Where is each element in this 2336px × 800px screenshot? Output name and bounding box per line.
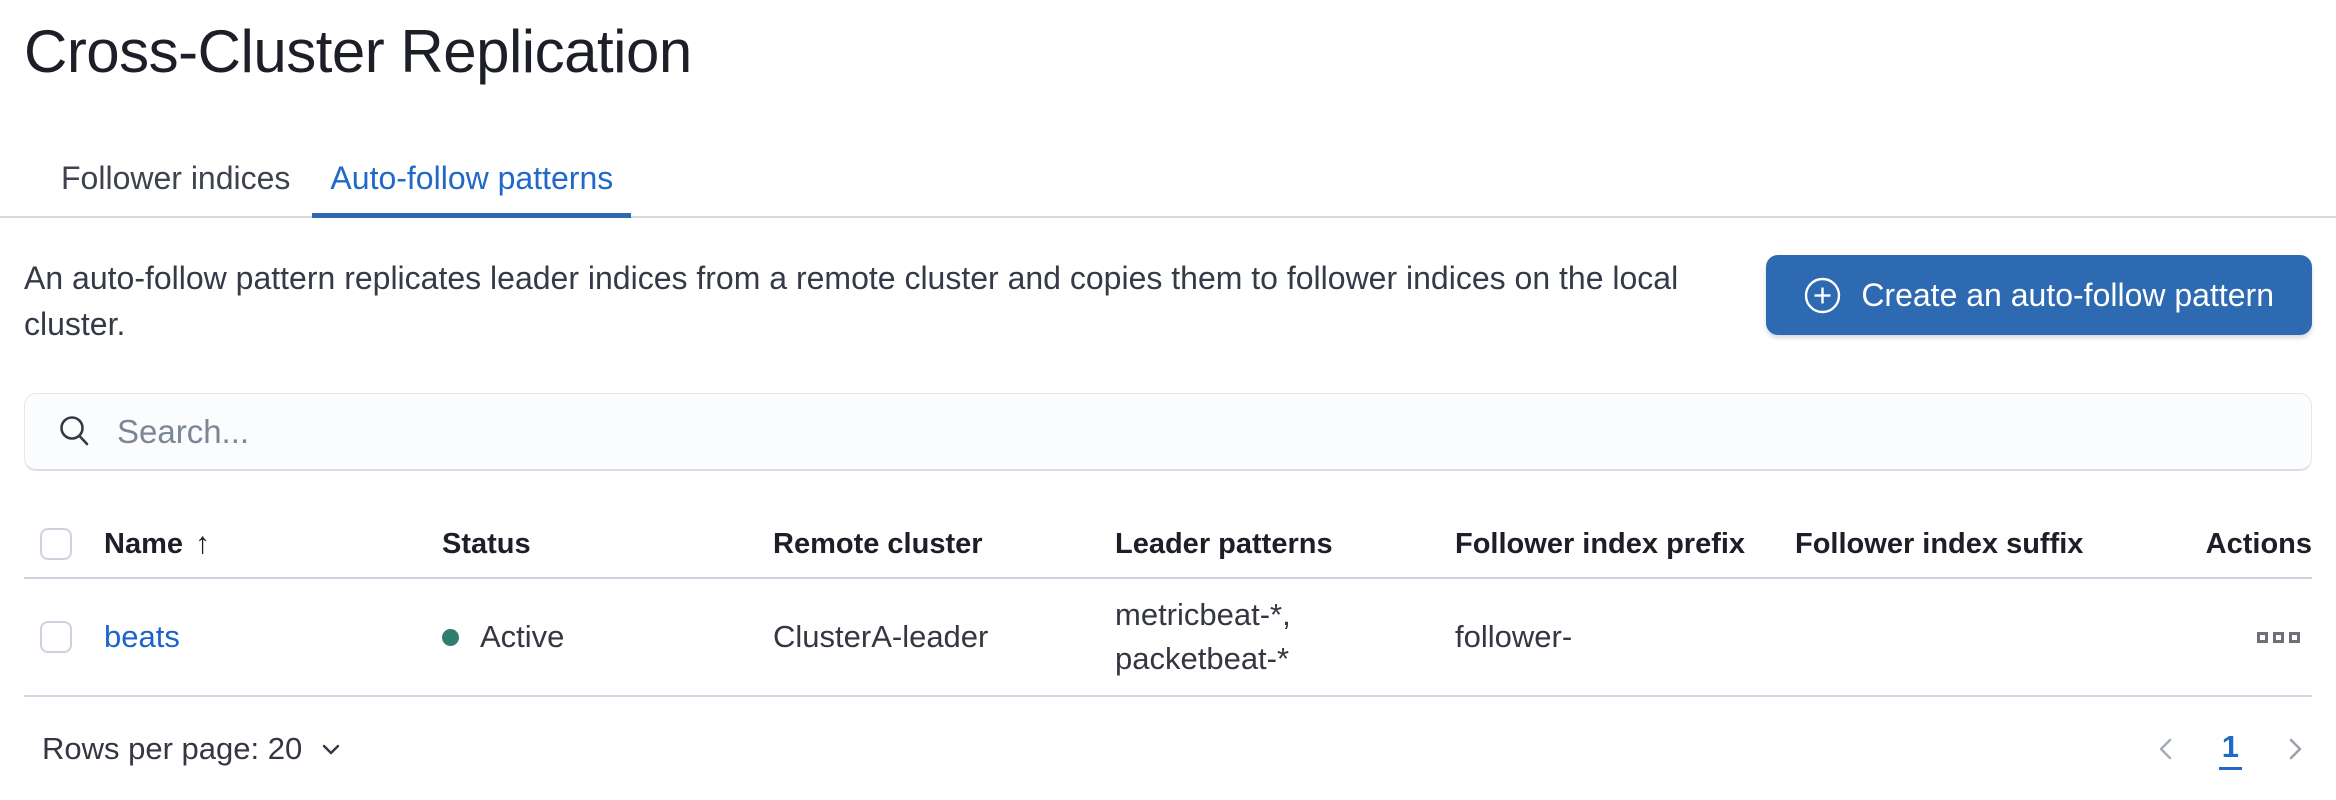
select-row-checkbox[interactable] bbox=[40, 621, 72, 653]
intro-section: An auto-follow pattern replicates leader… bbox=[24, 255, 2312, 347]
status-label: Active bbox=[480, 619, 565, 654]
search-bar bbox=[24, 393, 2312, 471]
auto-follow-patterns-table: Name ↑ Status Remote cluster Leader patt… bbox=[24, 511, 2312, 697]
create-auto-follow-pattern-button[interactable]: Create an auto-follow pattern bbox=[1766, 255, 2312, 335]
pager: 1 bbox=[2149, 729, 2312, 770]
cell-follower-index-prefix: follower- bbox=[1455, 619, 1573, 654]
tab-auto-follow-patterns[interactable]: Auto-follow patterns bbox=[312, 150, 632, 218]
column-header-leader-patterns: Leader patterns bbox=[1115, 527, 1333, 560]
sort-ascending-icon: ↑ bbox=[195, 527, 210, 560]
next-page-icon[interactable] bbox=[2278, 729, 2312, 769]
table-row: beats Active ClusterA-leader metricbeat-… bbox=[24, 579, 2312, 697]
table-header-row: Name ↑ Status Remote cluster Leader patt… bbox=[24, 511, 2312, 579]
leader-pattern-1: metricbeat-*, bbox=[1115, 597, 1291, 632]
page-number-1[interactable]: 1 bbox=[2218, 729, 2242, 770]
chevron-down-icon bbox=[323, 744, 340, 755]
column-header-actions: Actions bbox=[2205, 527, 2312, 560]
tab-follower-indices[interactable]: Follower indices bbox=[61, 160, 291, 196]
cell-leader-patterns: metricbeat-*, packetbeat-* bbox=[1115, 593, 1455, 681]
column-header-status: Status bbox=[442, 527, 531, 560]
column-header-follower-index-prefix: Follower index prefix bbox=[1455, 527, 1746, 560]
search-icon bbox=[60, 415, 89, 445]
status-active-dot-icon bbox=[442, 628, 459, 646]
cell-remote-cluster: ClusterA-leader bbox=[773, 619, 989, 654]
rows-per-page-label: Rows per page: 20 bbox=[42, 731, 303, 766]
column-header-follower-index-suffix: Follower index suffix bbox=[1795, 527, 2084, 560]
select-all-checkbox[interactable] bbox=[40, 528, 72, 560]
row-actions-menu-icon[interactable] bbox=[2247, 622, 2310, 653]
column-header-remote-cluster: Remote cluster bbox=[773, 527, 983, 560]
table-pagination: Rows per page: 20 1 bbox=[24, 721, 2312, 777]
create-button-label: Create an auto-follow pattern bbox=[1861, 276, 2274, 313]
previous-page-icon[interactable] bbox=[2149, 729, 2183, 769]
pattern-name-link[interactable]: beats bbox=[104, 619, 180, 654]
plus-in-circle-icon bbox=[1805, 277, 1841, 313]
leader-pattern-2: packetbeat-* bbox=[1115, 641, 1290, 676]
intro-description: An auto-follow pattern replicates leader… bbox=[24, 260, 1679, 342]
page-title: Cross-Cluster Replication bbox=[24, 18, 692, 85]
cell-status: Active bbox=[442, 619, 773, 655]
column-header-name[interactable]: Name ↑ bbox=[104, 527, 210, 560]
rows-per-page-selector[interactable]: Rows per page: 20 bbox=[42, 731, 346, 767]
tab-bar: Follower indices Auto-follow patterns bbox=[0, 150, 2336, 218]
search-input[interactable] bbox=[115, 394, 2311, 469]
cell-name: beats bbox=[104, 619, 442, 655]
